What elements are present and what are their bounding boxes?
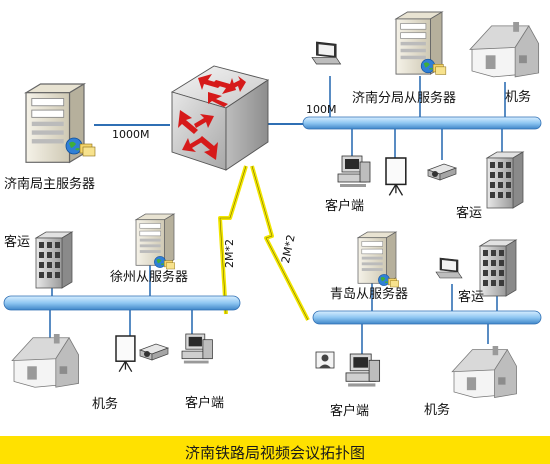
projection-screen-icon xyxy=(385,157,407,197)
caption-bar: 济南铁路局视频会议拓扑图 xyxy=(0,436,550,464)
projection-screen-icon xyxy=(115,335,136,373)
qingdao-server-label: 青岛从服务器 xyxy=(330,287,409,302)
house-icon xyxy=(451,345,518,398)
laptop-icon xyxy=(311,41,342,65)
building-icon xyxy=(486,151,524,209)
jinan-jiwu-label: 机务 xyxy=(505,90,532,105)
jinan-main-server-label: 济南局主服务器 xyxy=(4,177,96,192)
jinan-client-label: 客户端 xyxy=(325,199,365,214)
qingdao-drop-lines xyxy=(361,282,498,356)
building-icon xyxy=(35,231,73,289)
jinan-lan-bus xyxy=(302,116,542,130)
xuzhou-server-label: 徐州从服务器 xyxy=(110,270,189,285)
router-switch-icon xyxy=(170,65,270,171)
jinan-drop-lines xyxy=(329,76,506,160)
computer-icon xyxy=(345,353,381,388)
house-icon xyxy=(469,21,540,78)
xuzhou-jiwu-label: 机务 xyxy=(92,397,119,412)
wan-link-qingdao xyxy=(250,165,310,321)
jinan-keyun-label: 客运 xyxy=(456,206,483,221)
projector-icon xyxy=(139,343,169,361)
xuzhou-lan-bus xyxy=(3,295,241,311)
computer-icon xyxy=(337,155,371,188)
diagram-caption: 济南铁路局视频会议拓扑图 xyxy=(184,444,365,462)
laptop-icon xyxy=(435,257,463,279)
computer-icon xyxy=(181,333,213,364)
xuzhou-keyun-label: 客运 xyxy=(4,235,31,250)
qingdao-client-label: 客户端 xyxy=(330,404,370,419)
wan-link-left-label: 2M*2 xyxy=(223,239,236,268)
jinan-branch-server-label: 济南分局从服务器 xyxy=(352,91,457,106)
qingdao-lan-bus xyxy=(312,310,542,325)
server-icon xyxy=(357,231,397,284)
qingdao-keyun-label: 客运 xyxy=(458,290,485,305)
projector-icon xyxy=(427,163,457,181)
xuzhou-client-label: 客户端 xyxy=(185,396,225,411)
server-icon xyxy=(135,213,175,266)
main-uplink-label: 1000M xyxy=(112,128,150,141)
qingdao-jiwu-label: 机务 xyxy=(424,403,451,418)
building-icon xyxy=(479,239,517,297)
webcam-icon xyxy=(315,351,335,369)
house-icon xyxy=(11,333,80,388)
jinan-uplink-label: 100M xyxy=(306,103,337,116)
